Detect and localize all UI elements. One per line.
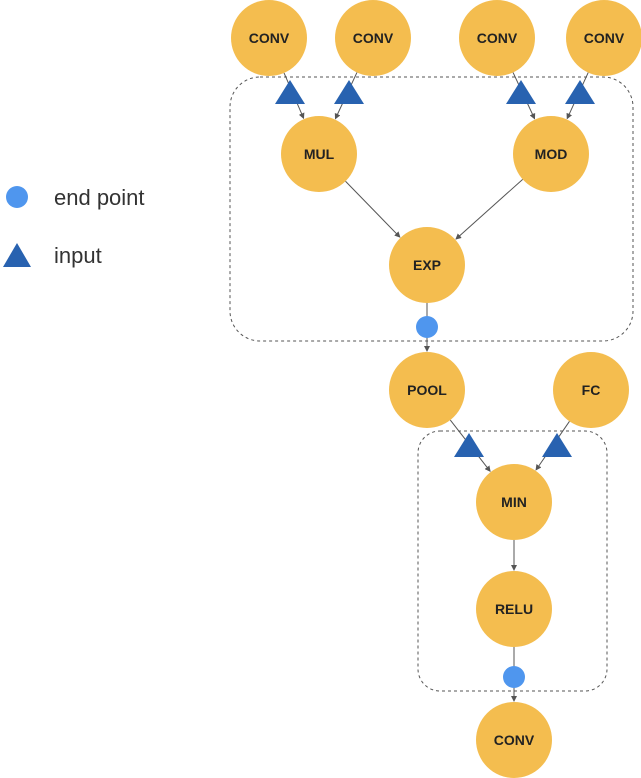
legend-end-point-label: end point (54, 185, 145, 210)
node-mul-label: MUL (304, 146, 335, 162)
node-pool: POOL (389, 352, 465, 428)
nodes-layer: CONV CONV CONV CONV MUL MOD EXP POOL FC MIN RELU CO… (231, 0, 641, 778)
node-fc-circle (553, 352, 629, 428)
node-exp-label: EXP (413, 257, 441, 273)
node-conv5: CONV (476, 702, 552, 778)
node-mod: MOD (513, 116, 589, 192)
input-marker-conv1-mul (275, 80, 305, 104)
node-fc: FC (553, 352, 629, 428)
node-conv2-label: CONV (353, 30, 394, 46)
node-conv4-label: CONV (584, 30, 625, 46)
legend-input-label: input (54, 243, 102, 268)
node-conv1: CONV (231, 0, 307, 76)
node-conv2-circle (335, 0, 411, 76)
input-marker-conv4-mod (565, 80, 595, 104)
groups-layer (229, 76, 634, 692)
group-1-boundary (229, 76, 634, 342)
node-conv3-circle (459, 0, 535, 76)
node-conv3: CONV (459, 0, 535, 76)
node-mul-circle (281, 116, 357, 192)
group-2-boundary (417, 430, 608, 692)
node-mul: MUL (281, 116, 357, 192)
node-pool-circle (389, 352, 465, 428)
node-conv1-circle (231, 0, 307, 76)
end-point-marker-exp-pool (416, 316, 438, 338)
legend-end-point-icon (6, 186, 28, 208)
edge-mod-exp (455, 178, 524, 240)
node-pool-label: POOL (407, 382, 447, 398)
node-min: MIN (476, 464, 552, 540)
input-marker-fc-min (542, 433, 572, 457)
node-relu: RELU (476, 571, 552, 647)
node-conv2: CONV (335, 0, 411, 76)
node-conv5-label: CONV (494, 732, 535, 748)
end-point-marker-relu-conv5 (503, 666, 525, 688)
node-conv5-circle (476, 702, 552, 778)
node-conv4-circle (566, 0, 641, 76)
node-relu-circle (476, 571, 552, 647)
node-exp: EXP (389, 227, 465, 303)
input-marker-conv3-mod (506, 80, 536, 104)
node-min-circle (476, 464, 552, 540)
edge-mul-exp (345, 180, 401, 238)
node-conv1-label: CONV (249, 30, 290, 46)
node-conv3-label: CONV (477, 30, 518, 46)
input-marker-pool-min (454, 433, 484, 457)
node-conv4: CONV (566, 0, 641, 76)
markers-layer (275, 80, 595, 688)
legend: end point input (3, 185, 145, 268)
input-marker-conv2-mul (334, 80, 364, 104)
legend-input-icon (3, 243, 31, 267)
node-mod-label: MOD (535, 146, 568, 162)
node-mod-circle (513, 116, 589, 192)
node-min-label: MIN (501, 494, 527, 510)
node-fc-label: FC (582, 382, 601, 398)
node-relu-label: RELU (495, 601, 533, 617)
node-exp-circle (389, 227, 465, 303)
